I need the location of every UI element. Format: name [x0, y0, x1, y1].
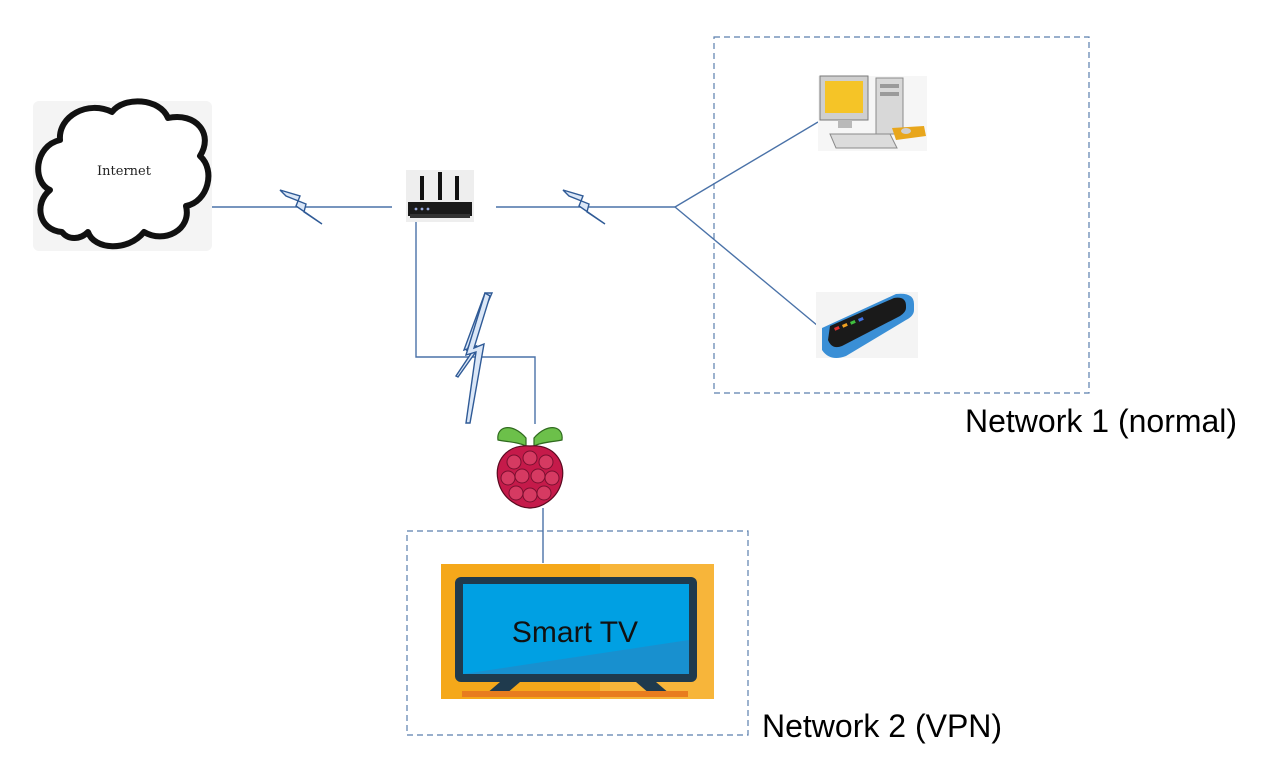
link-hub-desktop	[674, 121, 819, 208]
network1-zone	[713, 36, 1090, 394]
tv-label: Smart TV	[512, 616, 638, 649]
cloud-label: Internet	[97, 164, 152, 179]
link-hub-phone	[674, 206, 819, 327]
wireless-link-icon	[562, 189, 606, 225]
router-icon	[406, 170, 474, 222]
network2-zone	[406, 530, 749, 736]
wireless-link-icon	[279, 189, 323, 225]
desktop-computer-icon	[818, 75, 927, 151]
wireless-link-icon	[454, 291, 494, 424]
network1-label: Network 1 (normal)	[965, 403, 1237, 439]
raspberry-pi-icon	[494, 424, 564, 509]
cloud-icon: Internet	[33, 98, 212, 251]
smartphone-icon	[816, 292, 918, 358]
smart-tv-icon: Smart TV	[441, 564, 714, 699]
network2-label: Network 2 (VPN)	[762, 708, 1002, 744]
